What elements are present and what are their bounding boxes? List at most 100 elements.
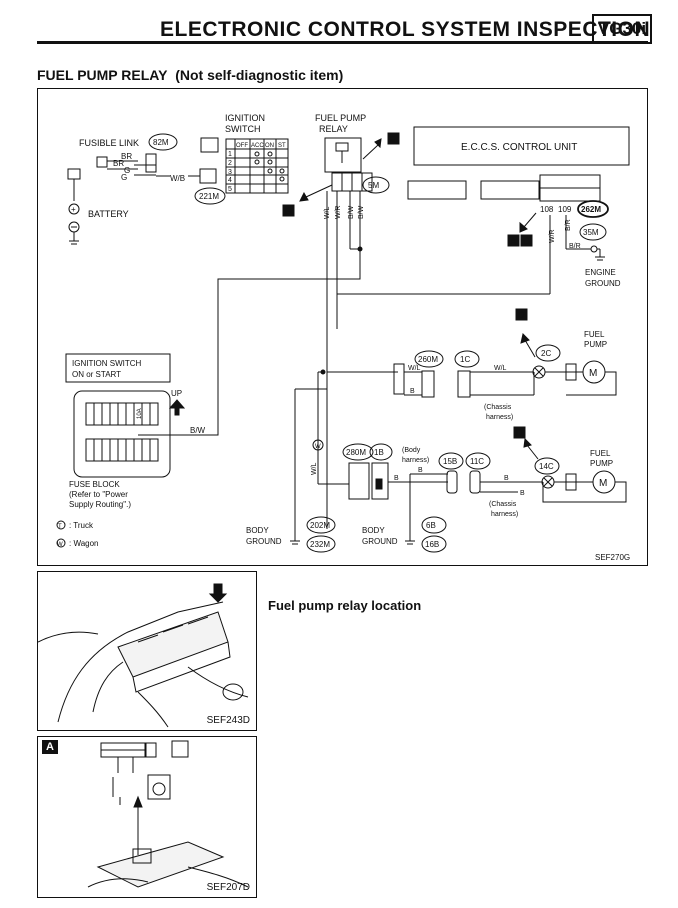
svg-text:D: D [516,428,523,438]
terminal-108: 108 [540,205,554,214]
wire-br-1: BR [121,152,132,161]
wire-br-eccs: B/R [565,219,572,231]
up-label: UP [171,389,182,398]
body-ground-label-2: GROUND [246,537,282,546]
svg-text:16B: 16B [425,540,439,549]
svg-text:5: 5 [228,186,232,193]
svg-text:+: + [71,205,76,214]
connector-280m: 280M [342,443,374,461]
fuse-block-label-3: Supply Routing".) [69,500,131,509]
wire-wb: W/B [170,174,185,183]
connector-16b: 16B [421,535,447,553]
ref-marker-a-photo: A [42,740,58,754]
wire-br-ground: B/R [569,243,581,250]
connector-1c: 1C [454,350,480,368]
ign-on-start-box [65,353,171,383]
wire-b-truck: B [410,388,415,395]
svg-text:5M: 5M [368,181,379,190]
ign-on-start-label-2: ON or START [72,370,121,379]
body-harness-label-2: harness) [402,457,429,464]
svg-text:4: 4 [228,177,232,184]
connector-6b: 6B [421,516,447,534]
battery-terminal [67,168,81,180]
wire-b-body: B [418,467,423,474]
fusible-link-connector [145,153,157,173]
wire-wl-body: B [394,475,399,482]
inspection-a-photo: SEF207D [37,736,257,898]
wire-wr-relay: W/R [335,205,342,219]
connector-35m: 35M [579,223,607,241]
svg-text:ON: ON [265,143,274,149]
connector-11c: 11C [465,452,491,470]
section-heading: FUEL PUMP RELAY (Not self-diagnostic ite… [37,67,343,83]
svg-text:232M: 232M [310,540,330,549]
connector-82m: 82M [148,133,178,151]
ref-marker-e [387,132,400,145]
terminal-109: 109 [558,205,572,214]
connector-15b: 15B [438,452,464,470]
body-ground-label-4: GROUND [362,537,398,546]
ignition-switch-label-2: SWITCH [225,124,261,134]
wire-bw-fuse: B/W [190,426,206,435]
body-ground-label-3: BODY [362,526,385,535]
svg-text:W: W [57,542,63,548]
svg-text:E: E [390,134,396,144]
svg-text:C: C [523,236,530,246]
wire-bw-relay-1: B/W [348,205,355,219]
fuse-row-upper [85,402,159,426]
section-title: FUEL PUMP RELAY [37,67,168,83]
wire-br-2: BR [113,159,124,168]
svg-text:ST: ST [278,143,286,149]
wire-wl-wagon-2: B [504,475,509,482]
chassis-harness-label-2: harness) [486,414,513,421]
ign-on-start-label-1: IGNITION SWITCH [72,359,142,368]
ref-marker-b [282,204,295,217]
connector-262m: 262M [577,200,609,218]
photo-code-1: SEF243D [206,715,250,726]
svg-text:OFF: OFF [236,143,248,149]
fuse-row-lower [85,438,159,462]
wire-wl-wagon: W/L [311,462,318,475]
page-title: ELECTRONIC CONTROL SYSTEM INSPECTION [160,18,651,41]
chassis-harness-label-1: (Chassis [484,404,512,411]
body-ground-label-1: BODY [246,526,269,535]
fuel-pump-relay-label-2: RELAY [319,124,348,134]
svg-text:202M: 202M [310,521,330,530]
chassis-harness-wagon-1: (Chassis [489,501,517,508]
wire-bw-relay-2: B/W [358,205,365,219]
connector-t-block [393,363,405,395]
section-subtitle: (Not self-diagnostic item) [175,67,344,83]
svg-text:2: 2 [228,160,232,167]
wire-wl-truck-2: W/L [494,365,507,372]
model-badge: VG30i [592,14,652,44]
svg-text:2C: 2C [541,349,551,358]
wire-wr-eccs: W/R [549,229,556,243]
engine-ground-label-2: GROUND [585,279,621,288]
fuse-block-label-1: FUSE BLOCK [69,480,120,489]
fusible-link-label: FUSIBLE LINK [79,138,139,148]
wire-wl-relay: W/L [324,206,331,219]
up-arrow-icon [168,399,186,416]
svg-text:A: A [510,236,516,246]
wagon-marker-icon [312,439,324,451]
ignition-switch-label-1: IGNITION [225,113,265,123]
eccs-label: E.C.C.S. CONTROL UNIT [461,142,577,153]
fuse-block-label-2: (Refer to "Power [69,490,128,499]
wire-b-wagon: B [520,490,525,497]
connector-221m: 221M [194,187,226,205]
wire-g-1: G [124,166,130,175]
svg-text:M: M [599,478,607,489]
svg-text:1: 1 [228,151,232,158]
svg-text:3: 3 [228,169,232,176]
fuel-pump-truck-label-2: PUMP [584,340,607,349]
svg-text:B: B [285,206,291,216]
connector-14c: 14C [534,457,560,475]
fuel-pump-truck-label-1: FUEL [584,330,605,339]
legend-wagon-icon [56,538,66,548]
connector-1b: 1B [369,443,393,461]
fuel-pump-relay-label-1: FUEL PUMP [315,113,366,123]
svg-text:1B: 1B [374,448,384,457]
title-rule [37,41,648,44]
wiring-diagram-svg: FUSIBLE LINK 82M BR BR G G + BATTERY IGN… [56,113,630,562]
legend-truck-icon [56,520,66,530]
